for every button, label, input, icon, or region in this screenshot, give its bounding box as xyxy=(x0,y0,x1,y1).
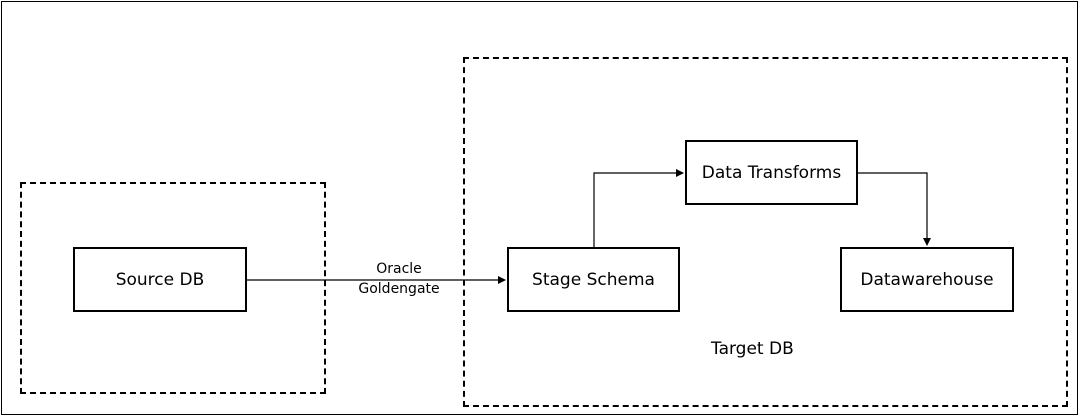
source-db-label: Source DB xyxy=(115,269,205,290)
datawarehouse-node: Datawarehouse xyxy=(840,247,1014,312)
target-db-region xyxy=(463,57,1068,407)
target-db-label: Target DB xyxy=(711,339,794,359)
replication-label-line1: Oracle xyxy=(376,261,422,277)
stage-schema-label: Stage Schema xyxy=(532,269,655,290)
source-region xyxy=(20,182,326,394)
data-transforms-node: Data Transforms xyxy=(685,140,858,205)
stage-schema-node: Stage Schema xyxy=(507,247,680,312)
source-db-node: Source DB xyxy=(73,247,247,312)
replication-label-line2: Goldengate xyxy=(358,281,440,297)
datawarehouse-label: Datawarehouse xyxy=(860,269,994,290)
data-transforms-label: Data Transforms xyxy=(701,162,842,183)
replication-edge-label: Oracle Goldengate xyxy=(339,259,459,299)
